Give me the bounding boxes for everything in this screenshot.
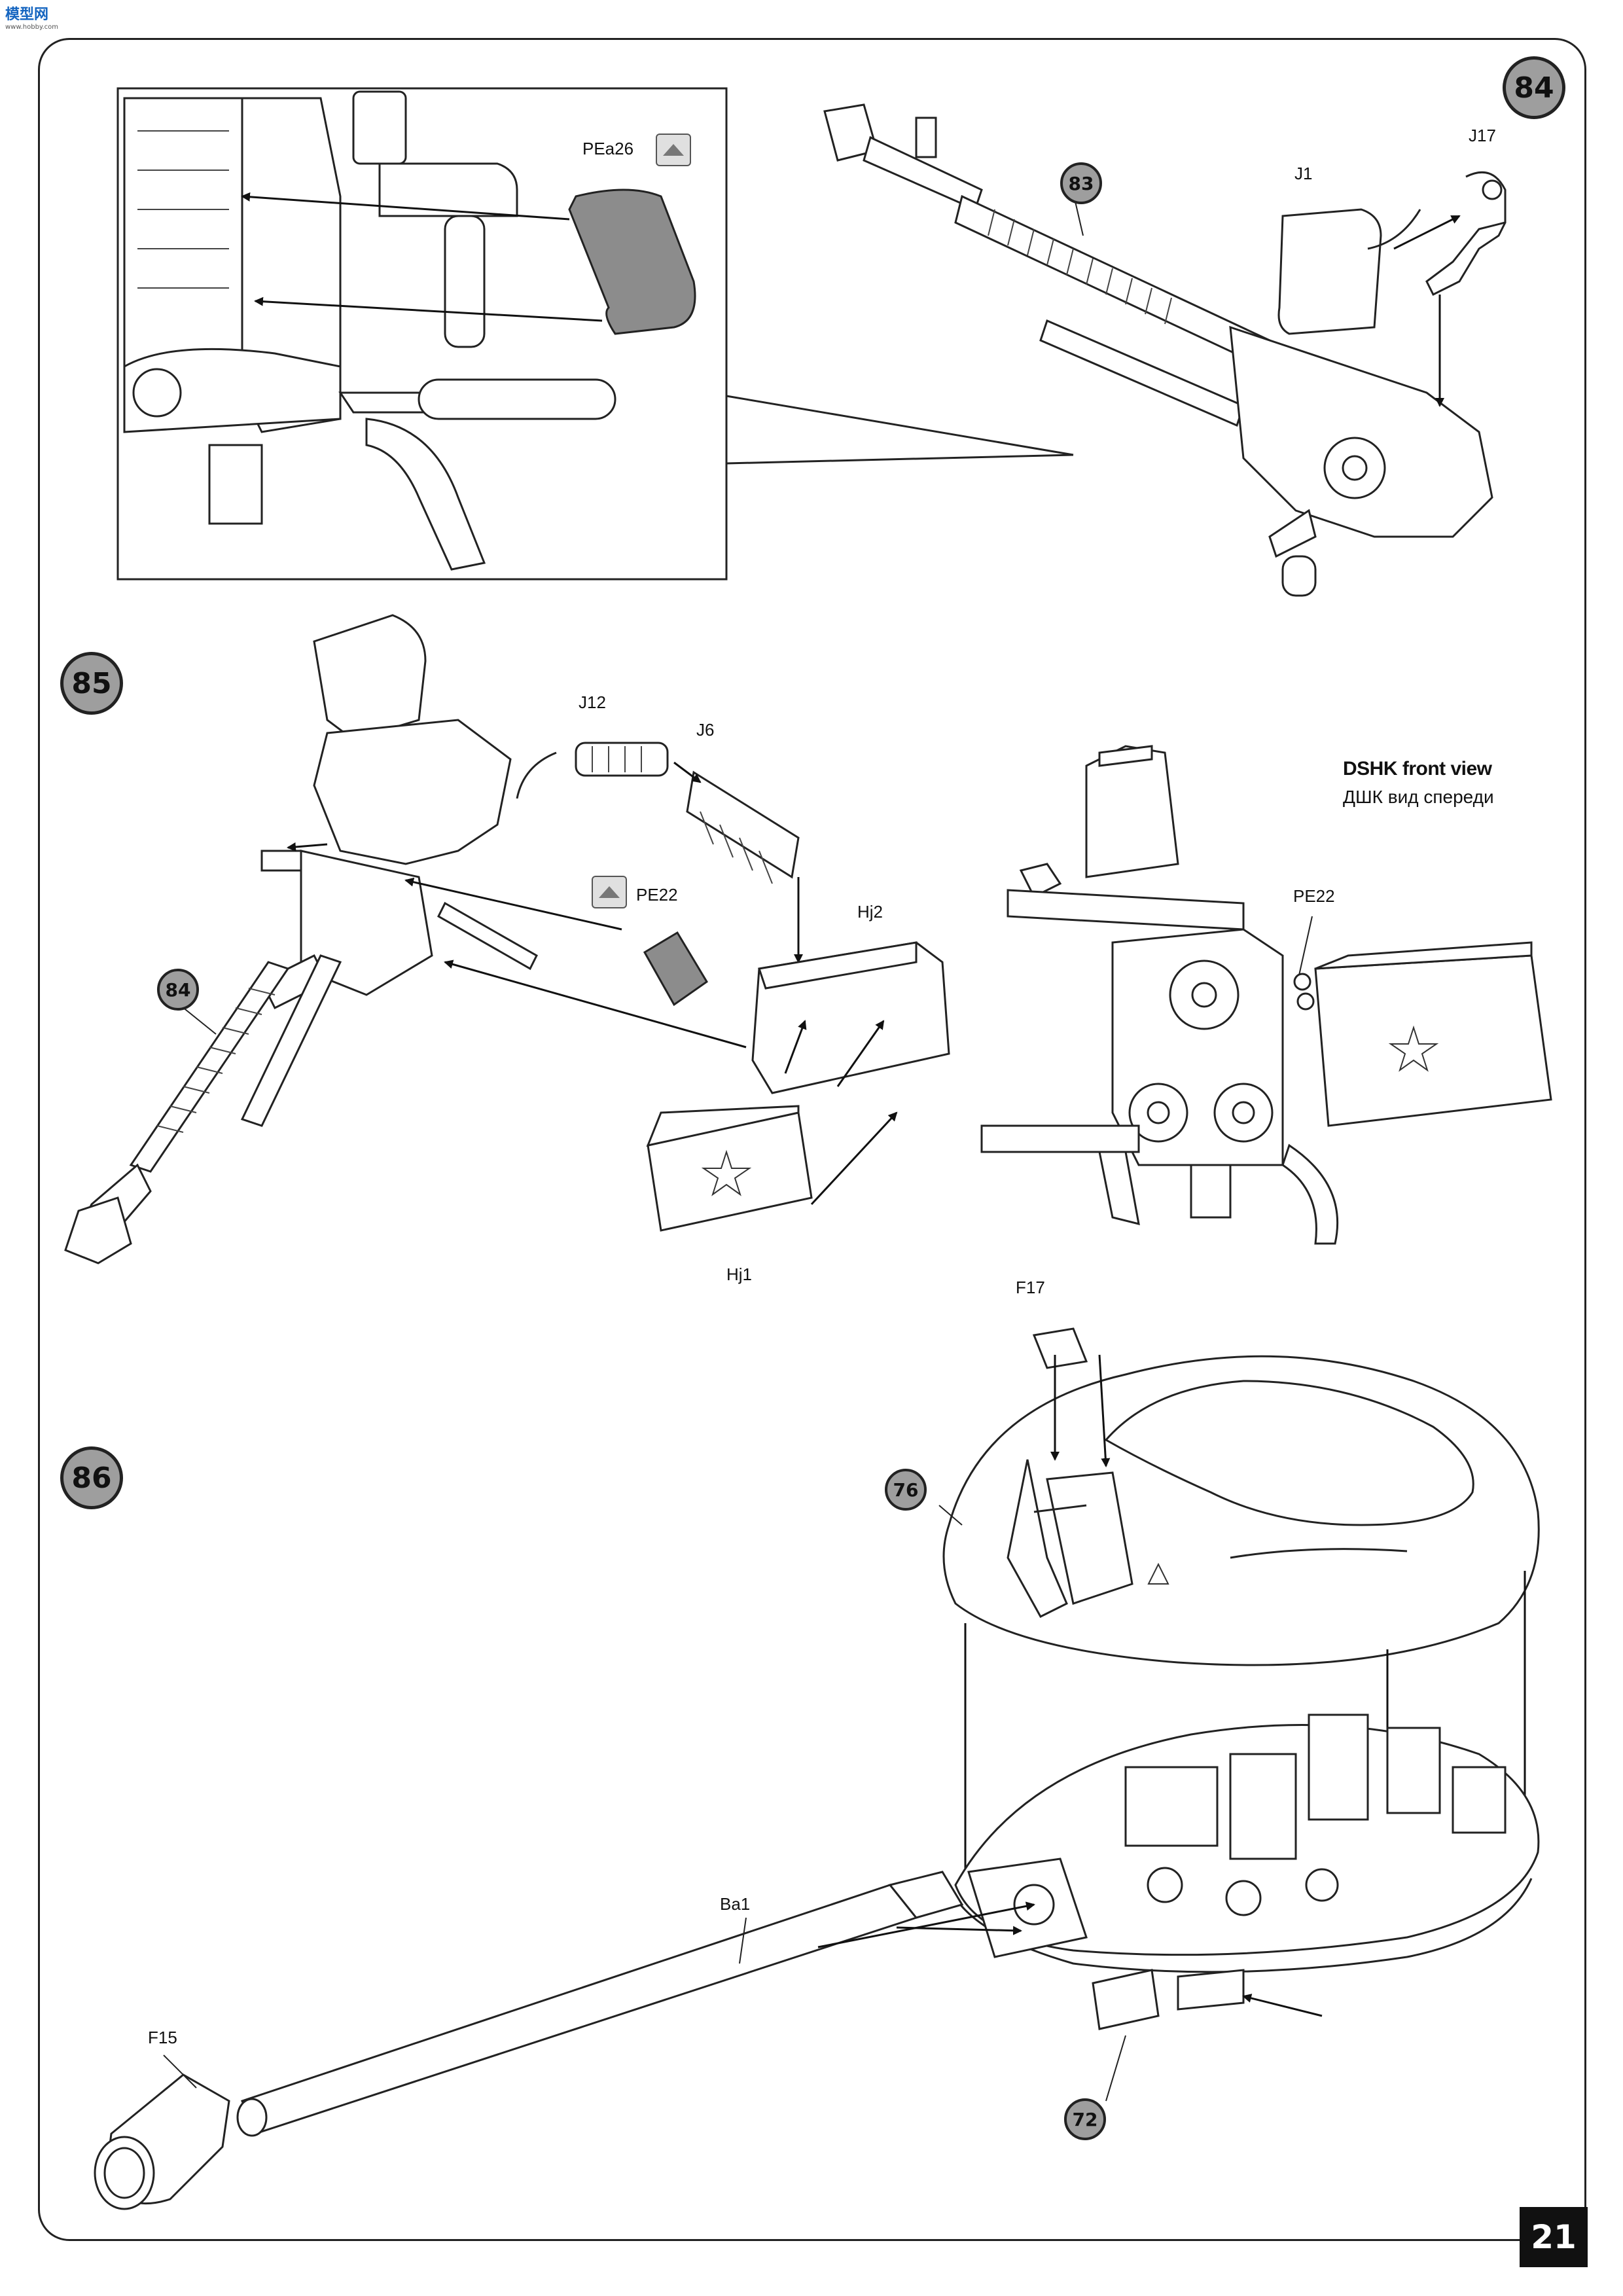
front-view-caption-ru: ДШК вид спереди — [1343, 787, 1494, 807]
label-j6: J6 — [696, 720, 715, 740]
watermark-sub: www.hobby.com — [5, 24, 58, 31]
label-hj2: Hj2 — [857, 902, 883, 922]
arrow-72 — [1242, 1994, 1323, 2017]
page-frame — [38, 38, 1586, 2241]
ammo-box-parts — [643, 931, 950, 1232]
arrow-ba1-b — [896, 1926, 1022, 1935]
muzzle-f15 — [94, 2073, 230, 2210]
label-pe22-b: PE22 — [1293, 886, 1335, 906]
label-f17: F17 — [1016, 1278, 1045, 1297]
dshk-front-view — [980, 745, 1552, 1245]
step-85-badge: 85 — [60, 652, 123, 715]
watermark-text-b: 网 — [34, 7, 49, 23]
ref-72-badge: 72 — [1064, 2098, 1106, 2140]
barrel-ba1 — [236, 1871, 964, 2137]
arrow-85-top — [287, 842, 328, 852]
arrow-f17-b — [1098, 1354, 1111, 1467]
arrow-pe22 — [404, 877, 622, 931]
leader-72 — [1105, 2035, 1126, 2102]
arrow-ba1-a — [817, 1901, 1035, 1948]
page-number: 21 — [1520, 2207, 1588, 2267]
leader-76 — [938, 1505, 963, 1526]
photo-etch-icon — [656, 134, 691, 166]
turret-top-86 — [942, 1327, 1540, 1666]
photo-etch-icon-pe22 — [592, 876, 627, 908]
dshk-gun-85 — [64, 614, 538, 1265]
label-j12: J12 — [579, 692, 606, 712]
leader-pe22-front — [1298, 916, 1313, 976]
label-j17: J17 — [1469, 126, 1496, 145]
label-pea26: PEa26 — [582, 139, 634, 158]
arrow-hj1-c — [810, 1111, 898, 1206]
label-hj1: Hj1 — [726, 1265, 753, 1284]
arrow-hj1-a — [784, 1020, 807, 1074]
arrow-ammo-box — [444, 960, 747, 1049]
arrow-hj1-b — [836, 1020, 885, 1087]
dshk-gun-84 — [823, 103, 1507, 597]
step-86-badge: 86 — [60, 1446, 123, 1509]
label-j1: J1 — [1294, 164, 1313, 183]
watermark-text-a: 模型 — [5, 7, 35, 23]
ref-83-badge: 83 — [1060, 162, 1102, 204]
label-pe22-a: PE22 — [636, 885, 678, 905]
watermark-logo: 模型网 www.hobby.com — [5, 3, 58, 31]
leader-ba1 — [739, 1917, 747, 1964]
front-view-caption-en: DSHK front view — [1343, 758, 1492, 780]
step-84-badge: 84 — [1503, 56, 1565, 119]
detail-inset-84 — [116, 87, 1074, 581]
ref-84-badge: 84 — [157, 969, 199, 1011]
turret-bottom-86 — [954, 1713, 1540, 2030]
ref-76-badge: 76 — [885, 1469, 927, 1511]
arrow-j12-j6 — [673, 761, 702, 783]
label-f15: F15 — [148, 2028, 177, 2047]
label-ba1: Ba1 — [720, 1894, 751, 1914]
arrow-j17 — [1393, 215, 1461, 250]
ammo-belt — [516, 742, 800, 884]
leader-f15 — [163, 2054, 197, 2089]
